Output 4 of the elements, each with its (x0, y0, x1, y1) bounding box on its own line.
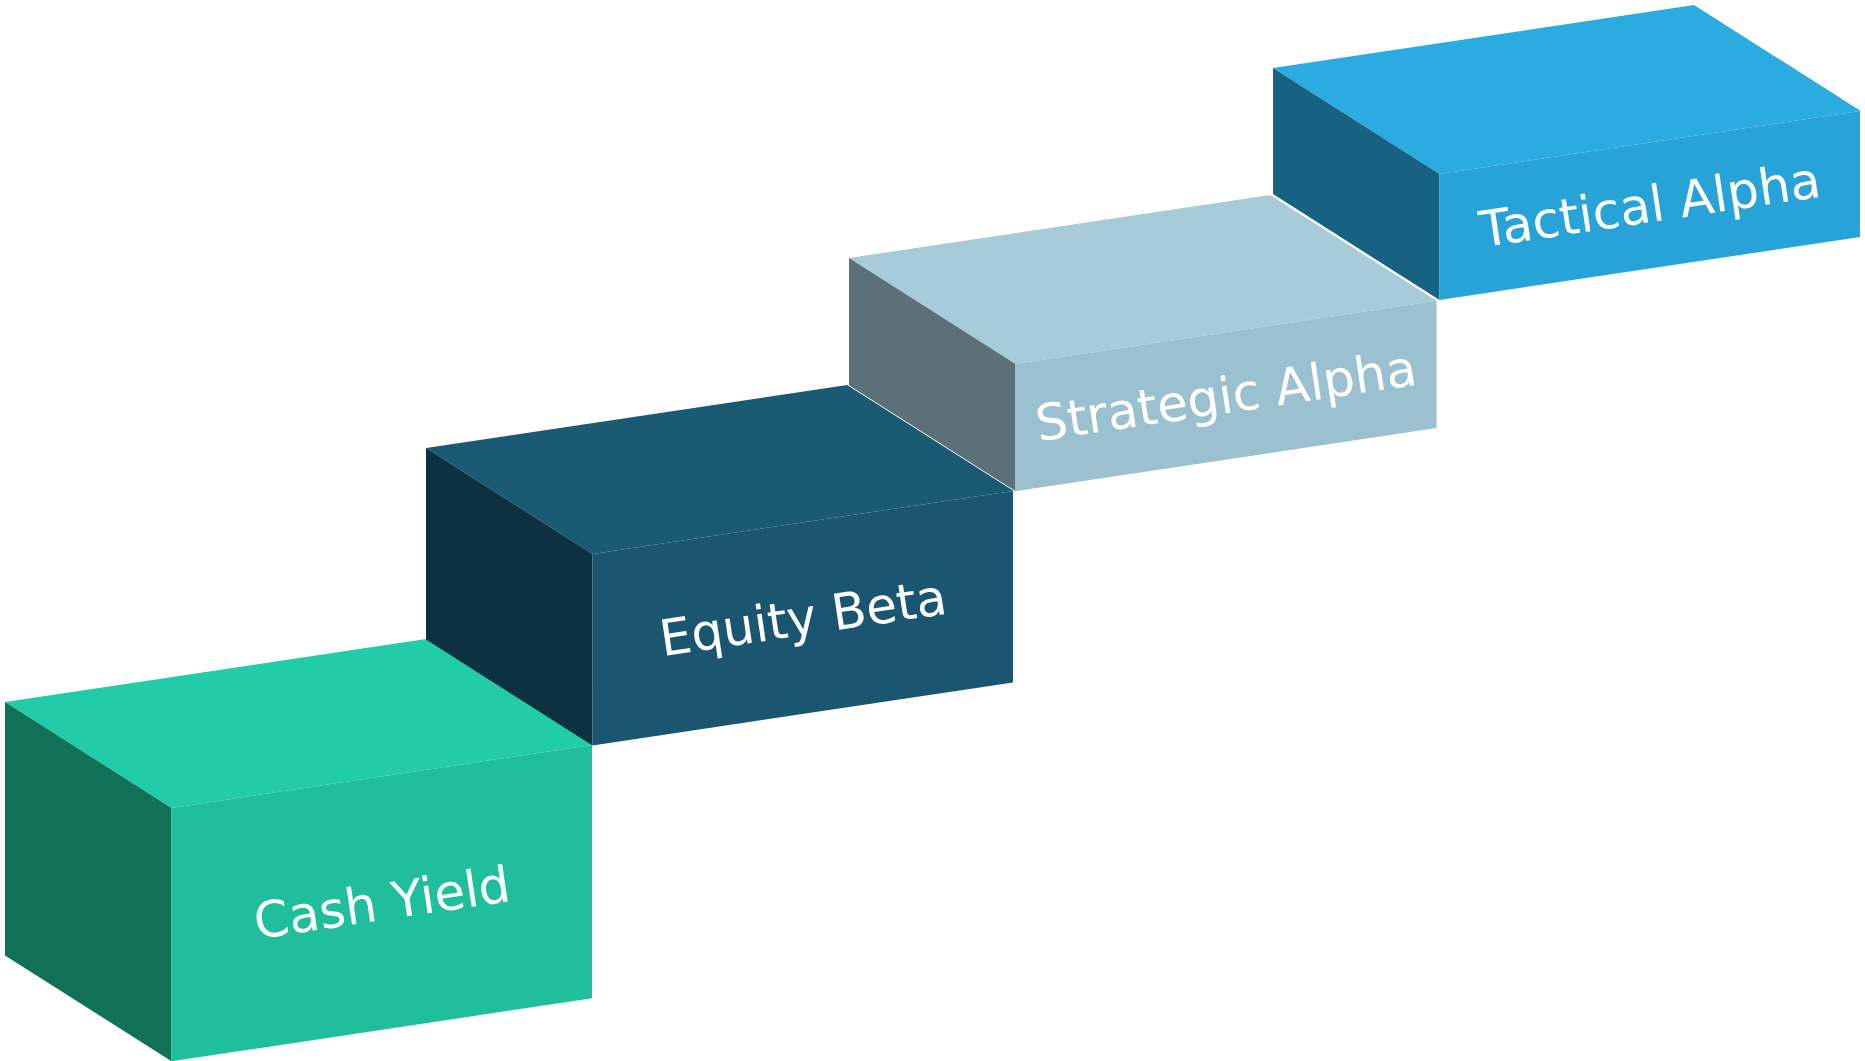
step-label: Equity Beta (655, 568, 951, 669)
step-label: Tactical Alpha (1475, 151, 1825, 260)
step-label: Cash Yield (249, 855, 514, 951)
step-label: Strategic Alpha (1032, 339, 1421, 454)
